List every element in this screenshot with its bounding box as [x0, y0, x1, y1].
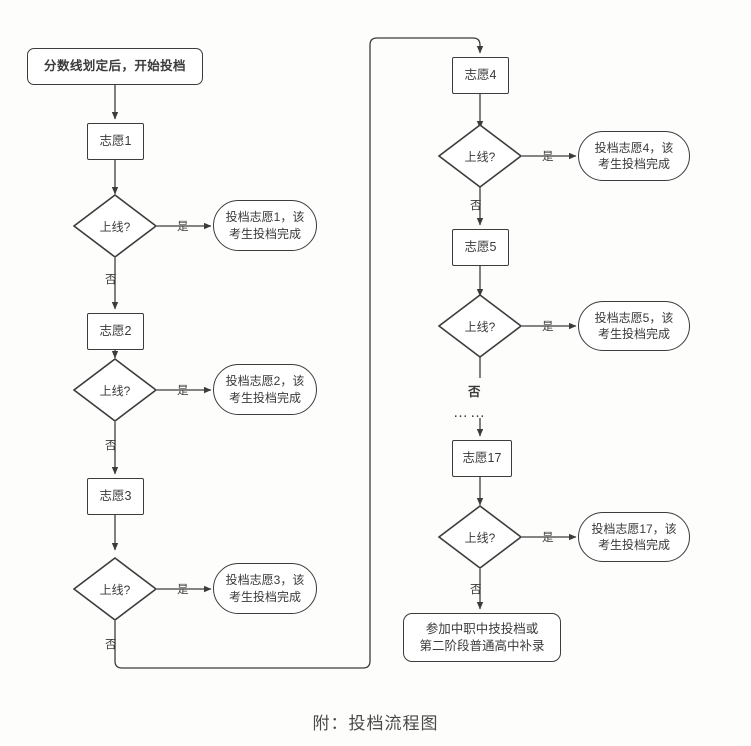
node-decision-4-label: 上线?: [464, 149, 496, 164]
node-result-3: 投档志愿3，该 考生投档完成: [213, 563, 317, 614]
node-result-4-line2: 考生投档完成: [597, 157, 670, 171]
node-choice-17: 志愿17: [452, 440, 512, 477]
node-decision-17-label: 上线?: [464, 530, 496, 545]
node-result-1-text: 投档志愿1，该 考生投档完成: [222, 209, 308, 241]
node-choice-4-label: 志愿4: [464, 68, 497, 83]
node-decision-3-label: 上线?: [99, 582, 131, 597]
edge-label-no-1: 否: [105, 274, 117, 286]
ellipsis-marker: ……: [453, 404, 487, 421]
node-decision-1-label: 上线?: [99, 219, 131, 234]
node-choice-3-label: 志愿3: [99, 489, 132, 504]
diamond-shape-17: [438, 505, 522, 569]
node-terminal-line2: 第二阶段普通高中补录: [419, 638, 545, 653]
edge-label-no-2: 否: [105, 440, 117, 452]
node-result-5-line2: 考生投档完成: [597, 327, 670, 341]
node-choice-3: 志愿3: [87, 478, 144, 515]
edge-label-yes-4: 是: [542, 151, 554, 163]
node-result-5-text: 投档志愿5，该 考生投档完成: [587, 310, 681, 342]
node-choice-1: 志愿1: [87, 123, 144, 160]
diamond-shape-4: [438, 124, 522, 188]
node-decision-1: 上线?: [73, 194, 157, 258]
diamond-shape-2: [73, 358, 157, 422]
edge-label-yes-1: 是: [177, 221, 189, 233]
node-result-4-text: 投档志愿4，该 考生投档完成: [587, 140, 681, 172]
node-result-3-line1: 投档志愿3，该: [225, 573, 305, 588]
node-choice-5: 志愿5: [452, 229, 509, 266]
node-result-17-text: 投档志愿17，该 考生投档完成: [587, 521, 681, 553]
node-choice-1-label: 志愿1: [99, 134, 132, 149]
edge-label-no-17: 否: [470, 584, 482, 596]
node-result-17-line2: 考生投档完成: [597, 538, 670, 552]
edge-label-no-3: 否: [105, 639, 117, 651]
node-decision-2-label: 上线?: [99, 383, 131, 398]
edge-label-yes-17: 是: [542, 532, 554, 544]
edge-label-no-4: 否: [470, 200, 482, 212]
figure-caption: 附：投档流程图: [312, 714, 439, 733]
node-result-2-text: 投档志愿2，该 考生投档完成: [222, 373, 308, 405]
node-decision-5-label: 上线?: [464, 319, 496, 334]
node-decision-3: 上线?: [73, 557, 157, 621]
node-choice-2-label: 志愿2: [99, 324, 132, 339]
node-result-2-line1: 投档志愿2，该: [225, 374, 305, 389]
node-choice-5-label: 志愿5: [464, 240, 497, 255]
edge-label-no-5: 否: [468, 385, 481, 399]
node-result-3-text: 投档志愿3，该 考生投档完成: [222, 572, 308, 604]
node-choice-4: 志愿4: [452, 57, 509, 94]
node-result-2-line2: 考生投档完成: [228, 390, 301, 405]
diamond-shape-3: [73, 557, 157, 621]
node-choice-2: 志愿2: [87, 313, 144, 350]
node-result-1: 投档志愿1，该 考生投档完成: [213, 200, 317, 251]
node-decision-17: 上线?: [438, 505, 522, 569]
edge-label-yes-2: 是: [177, 385, 189, 397]
node-result-5: 投档志愿5，该 考生投档完成: [578, 301, 690, 351]
node-decision-4: 上线?: [438, 124, 522, 188]
edge-label-yes-3: 是: [177, 584, 189, 596]
node-result-1-line1: 投档志愿1，该: [225, 210, 305, 225]
node-result-4-line1: 投档志愿4，该: [594, 140, 674, 155]
node-result-5-line1: 投档志愿5，该: [594, 310, 674, 325]
node-result-3-line2: 考生投档完成: [228, 589, 301, 604]
diamond-shape-1: [73, 194, 157, 258]
node-terminal: 参加中职中技投档或 第二阶段普通高中补录: [403, 613, 561, 662]
node-terminal-line1: 参加中职中技投档或: [425, 621, 539, 636]
node-result-1-line2: 考生投档完成: [228, 226, 301, 241]
edge-label-yes-5: 是: [542, 321, 554, 333]
node-result-17: 投档志愿17，该 考生投档完成: [578, 512, 690, 562]
node-start-label: 分数线划定后，开始投档: [44, 59, 186, 74]
node-decision-5: 上线?: [438, 294, 522, 358]
diamond-shape-5: [438, 294, 522, 358]
node-result-17-line1: 投档志愿17，该: [591, 521, 677, 536]
node-decision-2: 上线?: [73, 358, 157, 422]
node-terminal-text: 参加中职中技投档或 第二阶段普通高中补录: [404, 621, 560, 655]
node-result-2: 投档志愿2，该 考生投档完成: [213, 364, 317, 415]
node-choice-17-label: 志愿17: [462, 451, 502, 466]
node-result-4: 投档志愿4，该 考生投档完成: [578, 131, 690, 181]
node-start: 分数线划定后，开始投档: [27, 48, 203, 85]
